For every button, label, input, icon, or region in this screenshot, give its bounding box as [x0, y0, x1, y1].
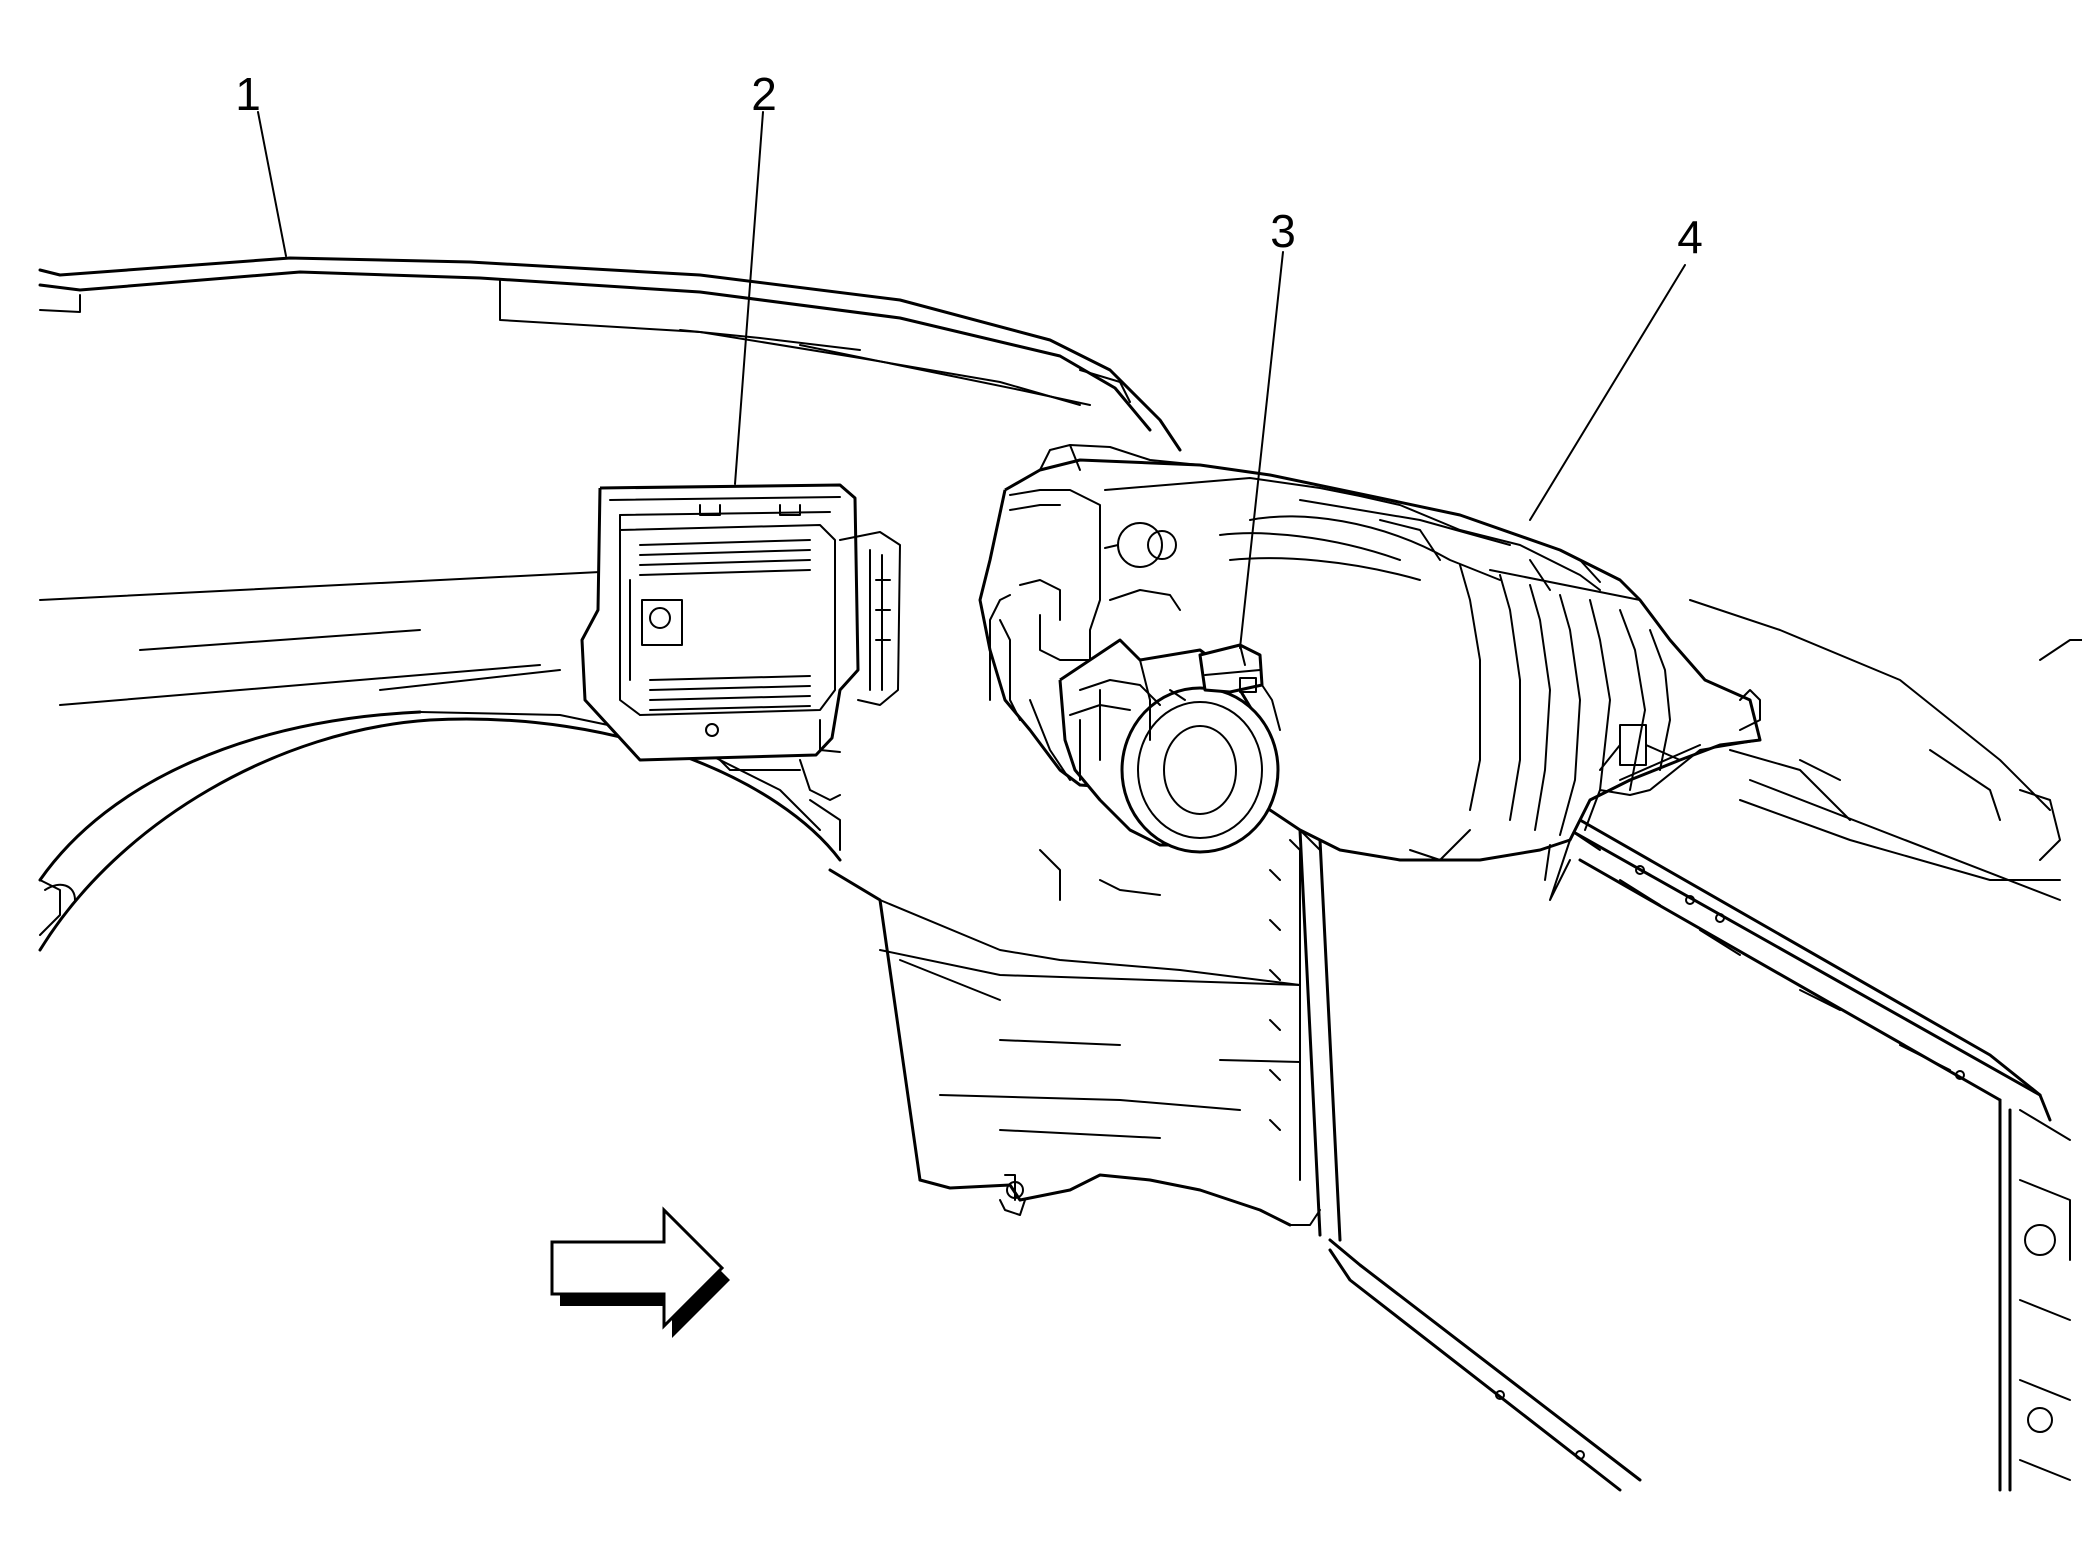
fender-upper-panel — [38, 256, 1182, 706]
callout-4-number: 4 — [1677, 211, 1703, 263]
callout-3-leader — [1239, 251, 1284, 649]
callout-leaders — [257, 111, 1686, 649]
right-arrow-icon — [550, 1206, 730, 1338]
callout-3-number: 3 — [1270, 205, 1296, 257]
callout-4-leader — [1529, 264, 1686, 521]
callout-2-number: 2 — [751, 68, 777, 120]
callout-2-leader — [734, 111, 764, 485]
callout-1-number: 1 — [235, 68, 261, 120]
mass-air-flow-sensor — [1058, 638, 1281, 854]
callout-labels: 1 2 3 4 — [235, 68, 1703, 263]
radiator-support — [1269, 599, 2082, 1492]
callout-1-leader — [257, 111, 287, 257]
engine-control-module — [580, 483, 901, 801]
